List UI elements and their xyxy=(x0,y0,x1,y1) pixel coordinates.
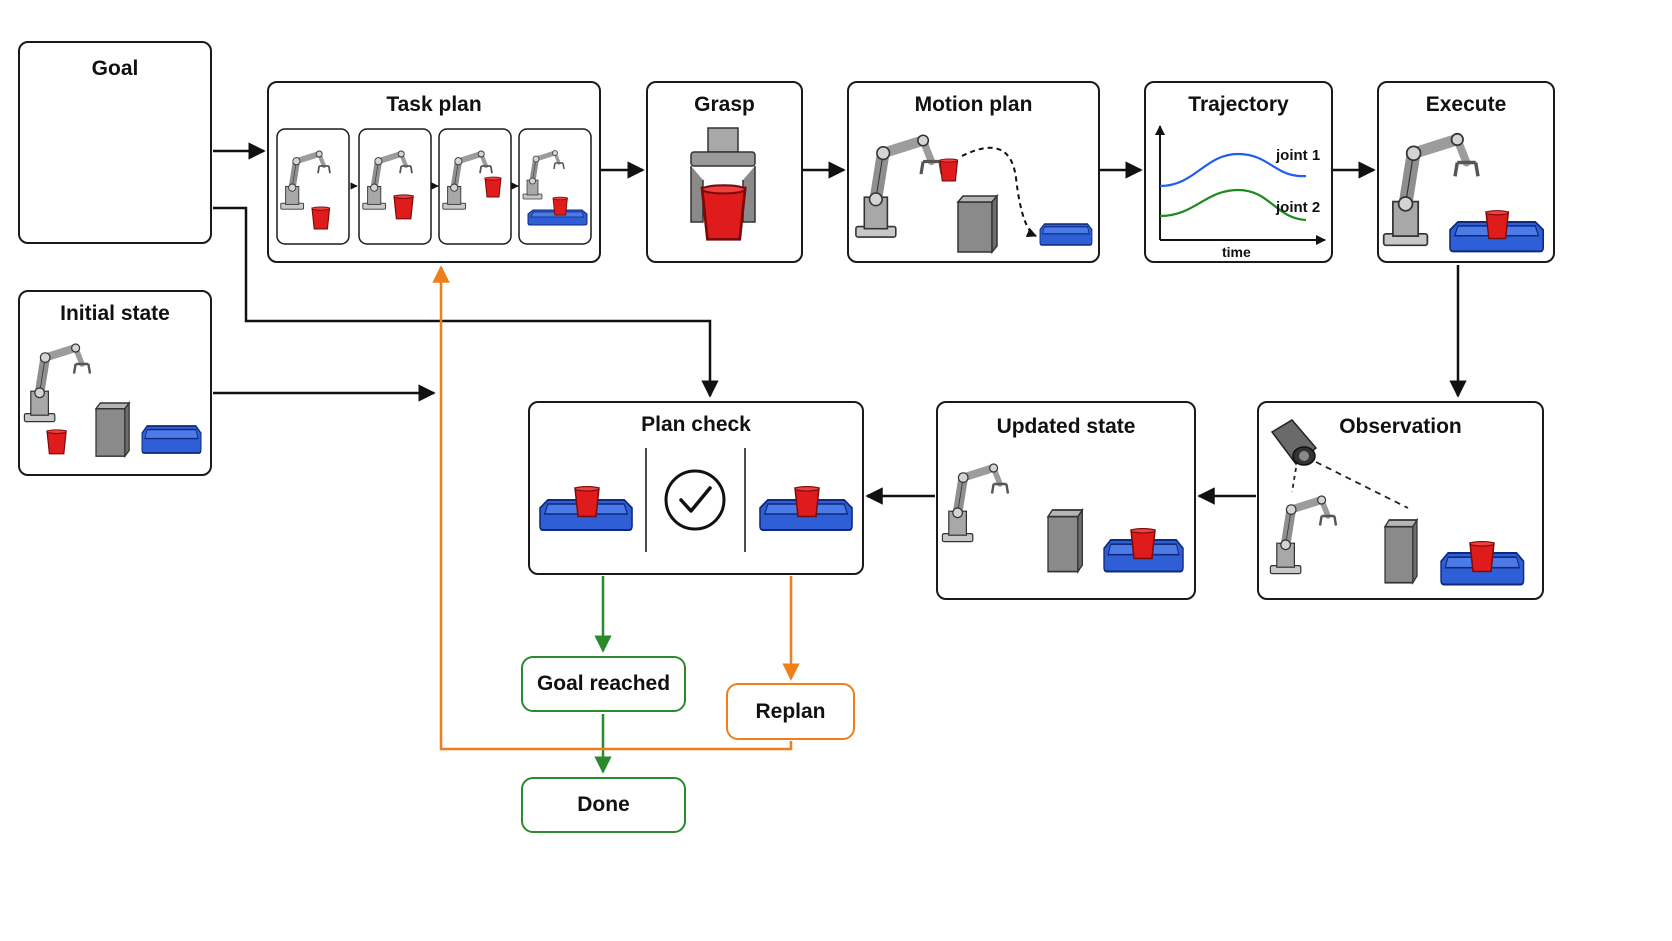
motion-plan-illustration xyxy=(856,135,1093,253)
replan-node: Replan xyxy=(726,683,855,740)
node-title: Plan check xyxy=(641,413,751,436)
node-title: Updated state xyxy=(996,415,1136,438)
edge-replan-to-taskplan xyxy=(432,265,793,751)
observation-illustration xyxy=(1270,419,1525,586)
task-plan-panels xyxy=(276,128,592,245)
node-title: Goal xyxy=(91,57,139,80)
execute-node: Execute xyxy=(1377,81,1555,263)
node-label: Replan xyxy=(755,699,826,723)
grasp-node: Grasp xyxy=(646,81,803,263)
edge-goal-to-plancheck xyxy=(213,206,719,398)
legend-joint2: joint 2 xyxy=(1276,199,1321,216)
goal-node: Goal xyxy=(18,41,212,244)
updated-state-node: Updated state xyxy=(936,401,1196,600)
gripper-icon xyxy=(690,127,756,241)
node-title: Trajectory xyxy=(1188,93,1289,116)
node-title: Execute xyxy=(1425,93,1507,116)
node-label: Done xyxy=(577,793,630,816)
joint2-line xyxy=(1159,188,1307,222)
checkmark-icon xyxy=(664,469,726,531)
node-label: Goal reached xyxy=(536,672,671,695)
trajectory-plot xyxy=(1155,125,1326,245)
joint1-line xyxy=(1159,152,1307,188)
task-plan-node: Task plan xyxy=(267,81,601,263)
goal-reached-node: Goal reached xyxy=(521,656,686,712)
node-title: Observation xyxy=(1339,415,1462,438)
node-title: Initial state xyxy=(60,302,170,325)
trajectory-node: Trajectory joint 1 joint 2 time xyxy=(1144,81,1333,263)
node-title: Motion plan xyxy=(914,93,1033,116)
observation-node: Observation xyxy=(1257,401,1544,600)
legend-joint1: joint 1 xyxy=(1276,147,1321,164)
connectors xyxy=(213,142,1467,774)
done-node: Done xyxy=(521,777,686,833)
initial-state-node: Initial state xyxy=(18,290,212,476)
x-axis-label: time xyxy=(1222,244,1251,260)
camera-icon xyxy=(1270,419,1318,466)
node-title: Task plan xyxy=(386,93,482,116)
plan-check-illustration xyxy=(539,448,854,552)
node-title: Grasp xyxy=(694,93,755,116)
plan-check-node: Plan check xyxy=(528,401,864,575)
motion-plan-node: Motion plan xyxy=(847,81,1100,263)
